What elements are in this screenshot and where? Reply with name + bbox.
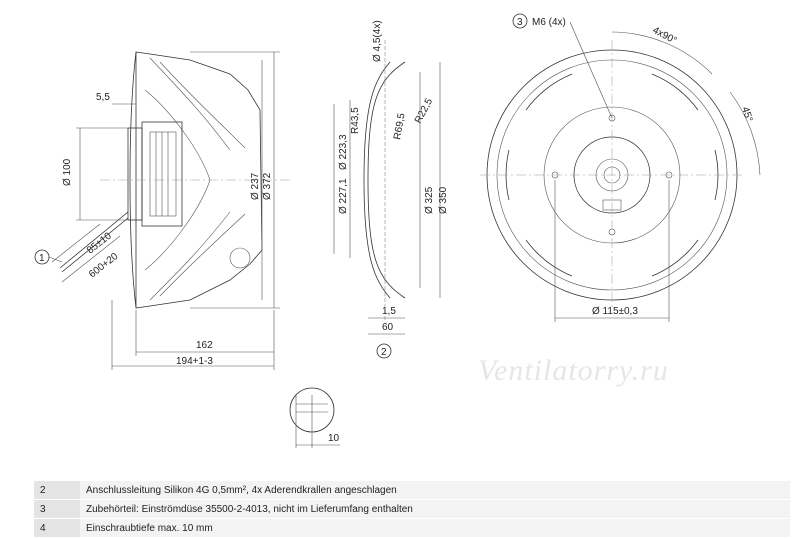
dim-d350: Ø 350 [438, 186, 449, 214]
dim-5-5: 5,5 [96, 92, 110, 103]
note-num: 2 [34, 481, 80, 500]
watermark: Ventilatorry.ru [478, 354, 669, 387]
notes-table: 2 Anschlussleitung Silikon 4G 0,5mm², 4x… [34, 481, 790, 538]
front-view: Ø 115±0,3 4x90° 45° 3 M6 (4x) [480, 13, 761, 322]
dim-d325: Ø 325 [424, 186, 435, 214]
balloon-3: 3 [517, 17, 523, 28]
dim-10: 10 [328, 433, 340, 444]
note-num: 3 [34, 499, 80, 519]
dim-45: 45° [739, 106, 754, 124]
dim-d100: Ø 100 [62, 158, 73, 186]
thread-label: M6 (4x) [532, 17, 566, 28]
dim-d223: Ø 223,3 [338, 134, 349, 170]
side-view: Ø 100 5,5 Ø 237 Ø 372 85±10 600+20 1 162… [34, 51, 340, 448]
dim-60: 60 [382, 322, 394, 333]
dim-r69: R69,5 [392, 112, 408, 141]
dim-d237: Ø 237 [250, 172, 261, 200]
dim-1-5: 1,5 [382, 306, 396, 317]
note-text: Anschlussleitung Silikon 4G 0,5mm², 4x A… [80, 481, 790, 500]
dim-hole: Ø 4,5(4x) [372, 20, 383, 62]
balloon-2: 2 [381, 347, 387, 358]
dim-bolt-circle: Ø 115±0,3 [592, 306, 638, 317]
dim-162: 162 [196, 340, 213, 351]
dim-194: 194+1-3 [176, 356, 213, 367]
dim-4x90: 4x90° [651, 25, 679, 47]
technical-drawing: Ø 100 5,5 Ø 237 Ø 372 85±10 600+20 1 162… [34, 13, 761, 448]
note-row: 4 Einschraubtiefe max. 10 mm [34, 518, 790, 538]
dim-r22: R22,5 [413, 96, 435, 125]
balloon-1: 1 [39, 253, 45, 264]
note-row: 2 Anschlussleitung Silikon 4G 0,5mm², 4x… [34, 481, 790, 500]
note-text: Einschraubtiefe max. 10 mm [80, 518, 790, 538]
note-row: 3 Zubehörteil: Einströmdüse 35500-2-4013… [34, 499, 790, 519]
nozzle-view: Ø 227,1 Ø 223,3 Ø 325 Ø 350 Ø 4,5(4x) R4… [333, 20, 449, 359]
note-text: Zubehörteil: Einströmdüse 35500-2-4013, … [80, 499, 790, 519]
note-num: 4 [34, 518, 80, 538]
dim-r43: R43,5 [350, 107, 361, 134]
dim-d227: Ø 227,1 [338, 178, 349, 214]
dim-d372: Ø 372 [262, 172, 273, 200]
